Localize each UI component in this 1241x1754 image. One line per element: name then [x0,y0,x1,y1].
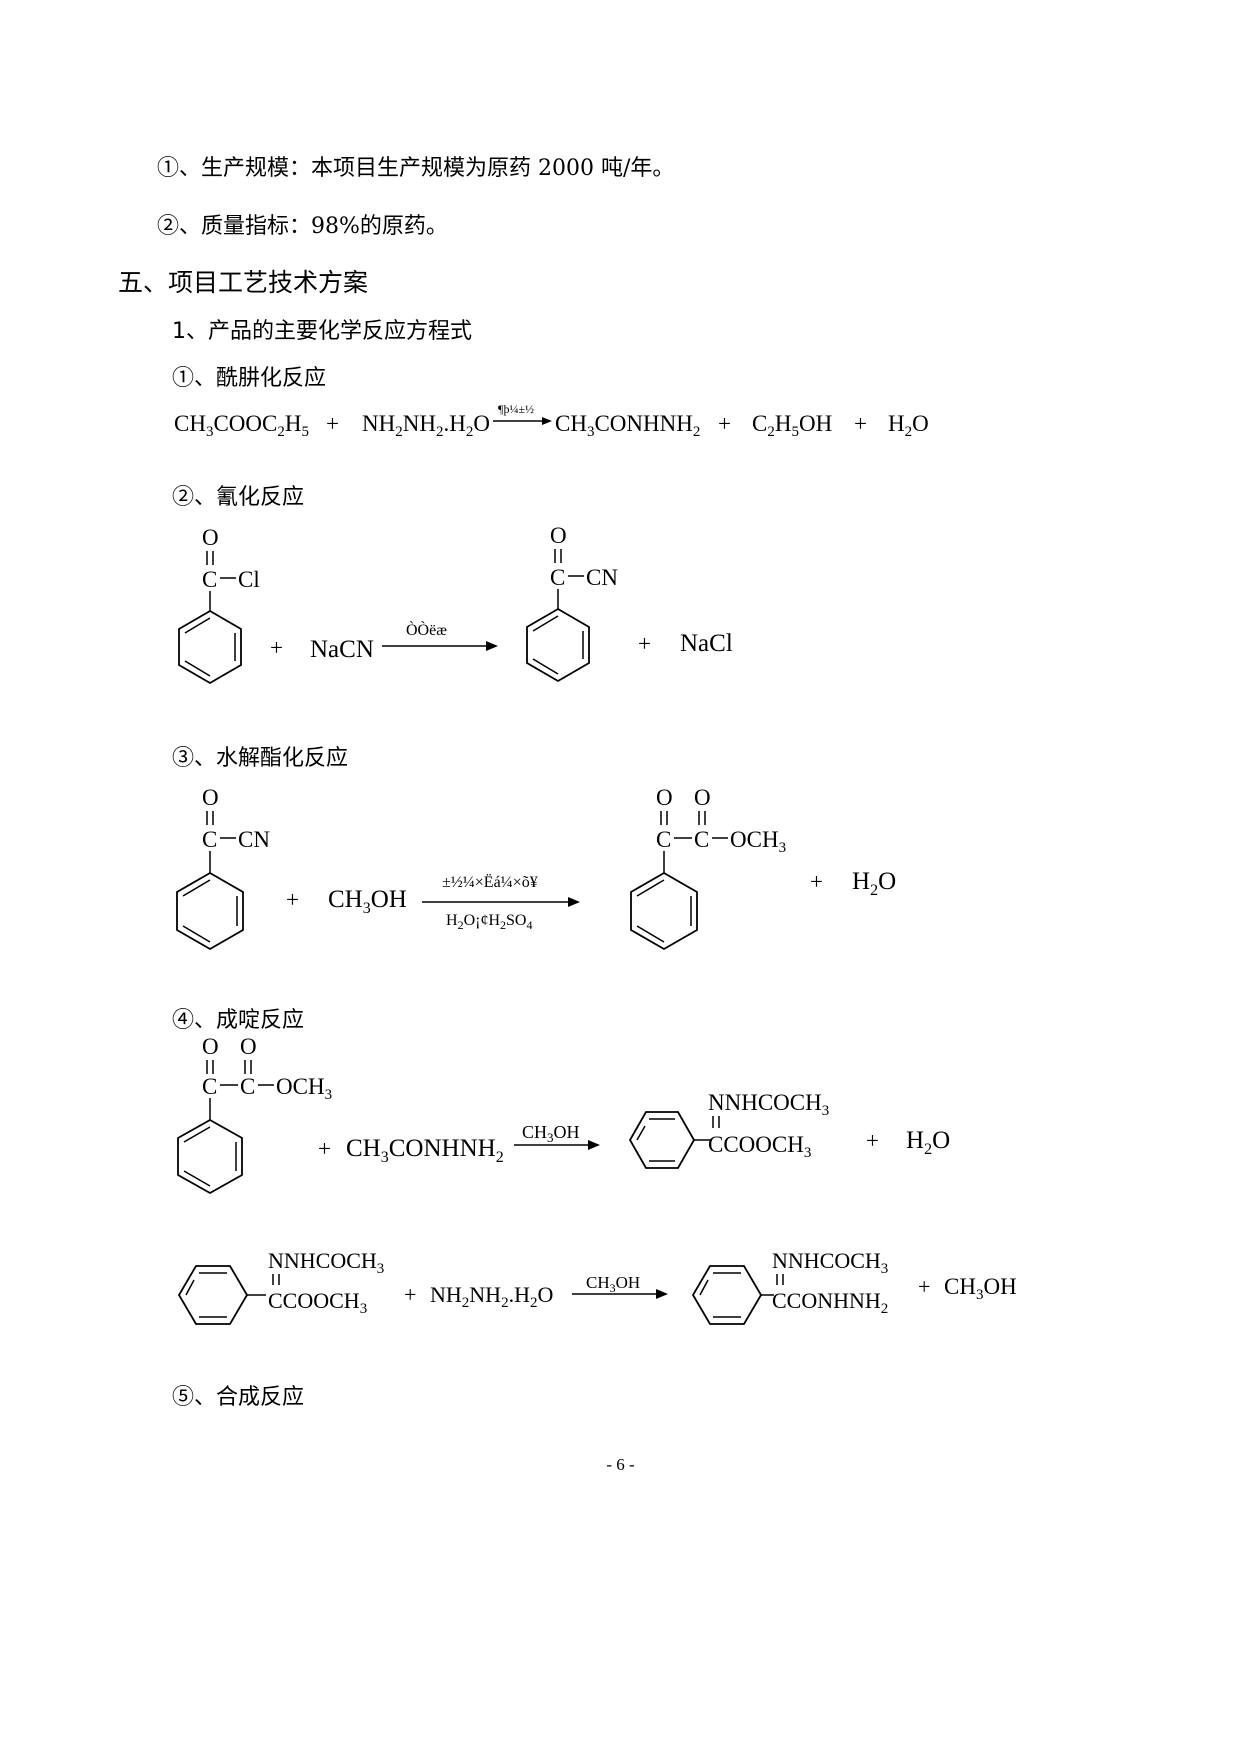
reaction-4-plus-2: + [866,1128,879,1153]
reaction-3-condition-top: ±½¼×Ëá¼×õ¥ [442,873,538,891]
reaction-3-product-carbon-2: C [694,827,709,852]
benzene-ring-4 [630,871,698,951]
reaction-4b-sm-top: NNHCOCH3 [268,1248,384,1277]
reaction-4b-byproduct: CH3OH [944,1274,1017,1303]
reaction-3-plus-2: + [810,869,823,894]
quality-index-item: ②、质量指标：98%的原药。 [157,214,448,239]
reaction-1-plus-3: + [854,411,867,436]
reaction-4b-equation: NNHCOCH3 CCOOCH3 + NH2NH2.H2O CH3OH NNHC… [177,1248,1017,1325]
reaction-2-title: ②、氰化反应 [172,485,305,510]
reaction-4b-condition: CH3OH [586,1273,640,1295]
reaction-2-oxygen: O [202,525,219,550]
reaction-4b-sm-bottom: CCOOCH3 [268,1288,367,1317]
reaction-1-plus-2: + [718,411,731,436]
reaction-4-product-top: NNHCOCH3 [708,1090,829,1119]
reaction-3-equation: O C CN + CH3OH ±½¼×Ëá¼×õ¥ H2O¡¢H2SO4 O O… [176,785,896,951]
reaction-1-plus-1: + [326,411,339,436]
reaction-4b-prod-bottom: CCONHNH2 [772,1288,888,1317]
production-scale-item: ①、生产规模：本项目生产规模为原药 2000 吨/年。 [157,156,675,181]
reaction-3-cyanide: CN [238,827,270,852]
reaction-3-plus-1: + [286,887,299,912]
reaction-1-product2: C2H5OH [752,411,832,440]
reaction-2-product-cyanide: CN [586,565,618,590]
reaction-1-reactant1: CH3COOC2H5 [174,411,309,440]
reaction-2-byproduct: NaCl [680,630,733,657]
reaction-3-product-methoxy: OCH3 [730,827,786,856]
reaction-1-title: ①、酰肼化反应 [172,366,327,391]
reaction-2-product-carbon: C [550,565,565,590]
section-subtitle: 1、产品的主要化学反应方程式 [172,319,472,344]
reaction-4-condition: CH3OH [522,1122,580,1145]
reaction-4-plus-1: + [318,1136,331,1161]
reaction-1-reactant2: NH2NH2.H2O [362,411,490,440]
reaction-2-product-oxygen: O [550,523,567,548]
reaction-1-equation: CH3COOC2H5 + NH2NH2.H2O ¶þ¼±½ CH3CONHNH2… [174,402,929,440]
reaction-5-title: ⑤、合成反应 [172,1385,305,1410]
benzene-ring-5 [177,1118,243,1195]
reaction-2-carbon: C [202,567,217,592]
reaction-3-product-oxygen-1: O [656,785,673,810]
reaction-4-oxygen-1: O [202,1034,219,1059]
reaction-3-byproduct: H2O [852,868,896,899]
reaction-4-carbon-2: C [240,1074,255,1099]
page-number: - 6 - [606,1455,635,1474]
reaction-4-oxygen-2: O [240,1034,257,1059]
reaction-2-plus-2: + [638,631,651,656]
reaction-4-title: ④、成啶反应 [172,1008,305,1033]
reaction-3-product-carbon-1: C [656,827,671,852]
reaction-4-reagent: CH3CONHNH2 [346,1135,504,1166]
reaction-1-product3: H2O [888,411,929,440]
benzene-ring-1 [178,609,242,685]
reaction-1-condition: ¶þ¼±½ [498,402,534,416]
reaction-2-equation: O C Cl + NaCN ÒÒëæ O C CN + NaCl [178,523,733,685]
reaction-2-reagent: NaCN [310,636,374,663]
reaction-4-carbon-1: C [202,1074,217,1099]
reaction-3-reagent: CH3OH [328,886,407,917]
section-title: 五、项目工艺技术方案 [118,268,369,297]
reaction-3-carbon: C [202,827,217,852]
reaction-4b-plus-1: + [404,1282,416,1307]
reaction-4-equation: O O C C OCH3 + CH3CONHNH2 CH3OH NNHCOCH3… [177,1034,950,1195]
reaction-4-product-bottom: CCOOCH3 [708,1132,811,1161]
reaction-2-condition: ÒÒëæ [406,620,447,639]
benzene-ring-3 [176,871,244,951]
reaction-2-plus-1: + [270,635,283,660]
benzene-ring-6 [628,1111,696,1169]
reaction-3-oxygen: O [202,785,219,810]
reaction-3-title: ③、水解酯化反应 [172,746,349,771]
reaction-4b-plus-2: + [918,1274,930,1299]
reaction-3-product-oxygen-2: O [694,785,711,810]
reaction-4-byproduct: H2O [906,1127,950,1158]
reaction-4b-prod-top: NNHCOCH3 [772,1248,888,1277]
reaction-4-methoxy: OCH3 [276,1074,332,1103]
reaction-3-condition-bottom: H2O¡¢H2SO4 [446,912,532,932]
benzene-ring-8 [691,1265,763,1325]
benzene-ring-2 [526,607,590,683]
reaction-4b-reagent: NH2NH2.H2O [430,1282,553,1311]
benzene-ring-7 [177,1265,249,1325]
reaction-1-product1: CH3CONHNH2 [555,411,700,440]
reaction-2-chlorine: Cl [238,567,260,592]
